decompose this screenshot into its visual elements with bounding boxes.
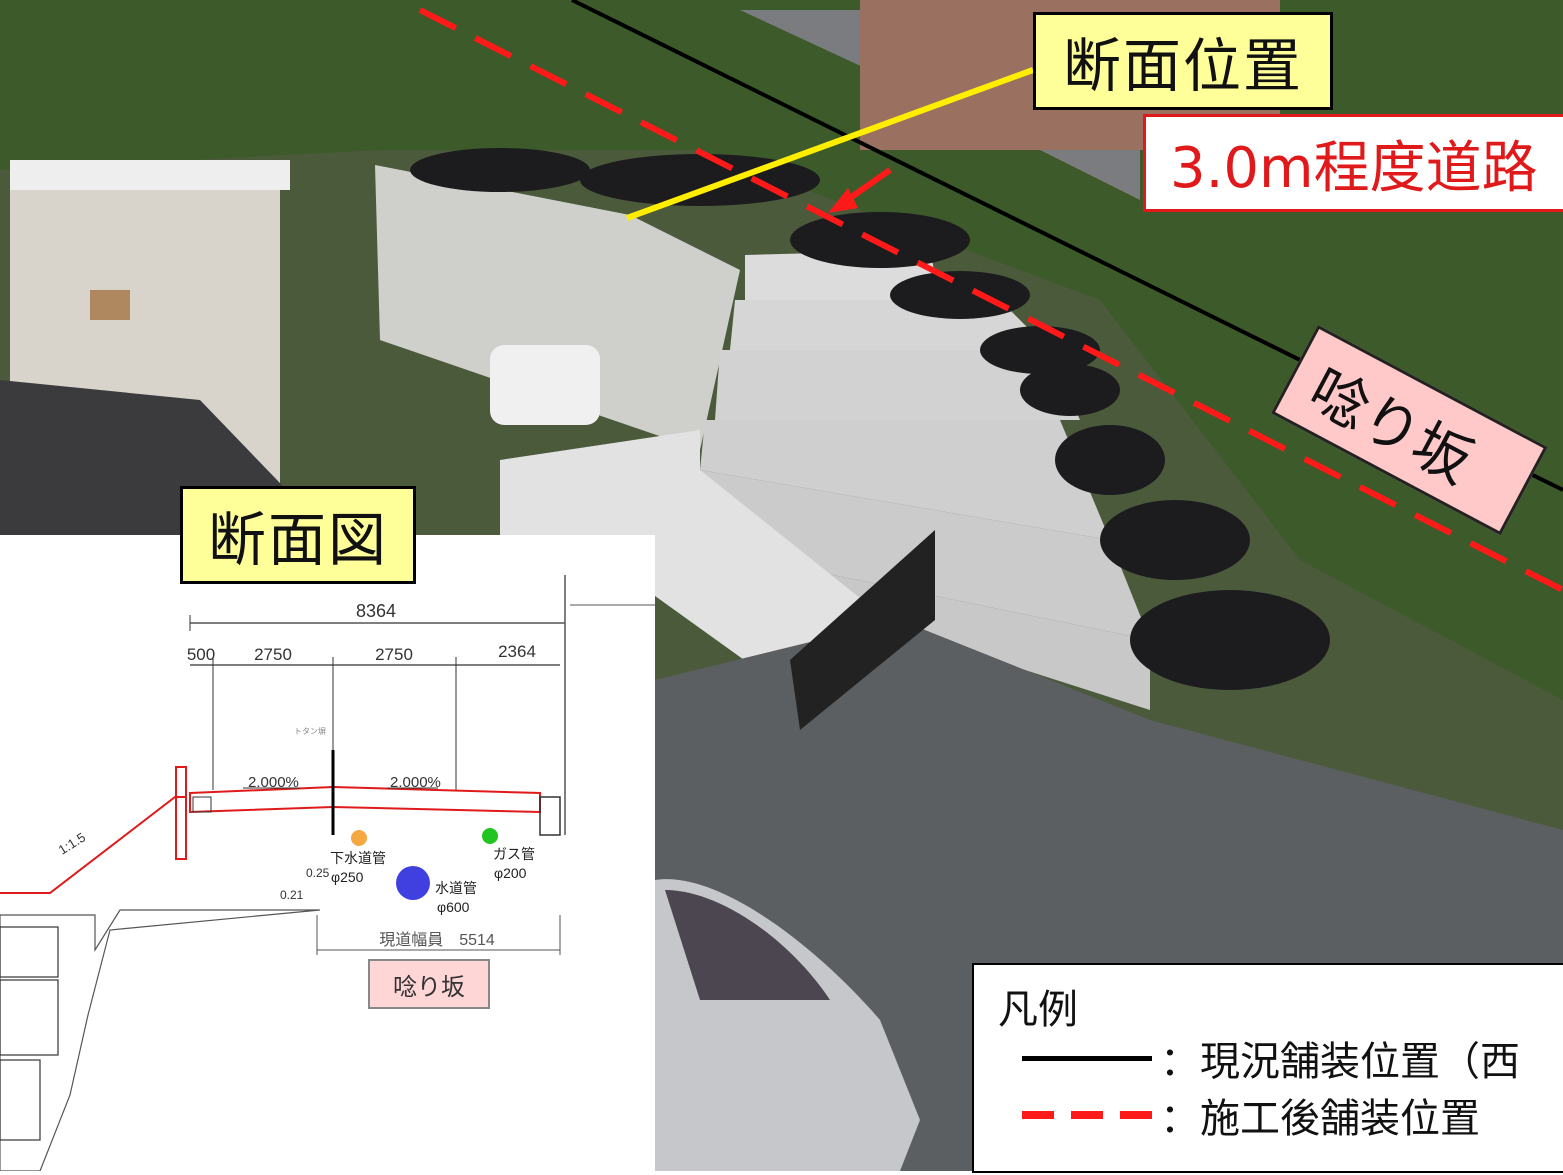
tag-small: トタン塀 xyxy=(294,726,326,736)
solid-line-swatch xyxy=(1022,1055,1152,1061)
section-position-line xyxy=(625,67,1035,221)
offset-a: 0.25 xyxy=(306,866,330,880)
offset-b: 0.21 xyxy=(280,888,304,902)
building-window xyxy=(90,290,130,320)
dimension-segment-3: 2750 xyxy=(375,645,413,664)
sewer-pipe-symbol xyxy=(351,830,367,846)
drawing-slope-label: 唸り坂 xyxy=(368,959,490,1009)
concrete-yard xyxy=(500,430,900,700)
legend-box: 凡例 ：現況舗装位置（西 ：施工後舗装位置 xyxy=(972,963,1563,1173)
dashed-line-swatch xyxy=(1022,1111,1152,1119)
legend-existing-text: ：現況舗装位置（西 xyxy=(1160,1039,1520,1085)
legend-item-existing: ：現況舗装位置（西 xyxy=(1022,1030,1520,1086)
side-slope: 1:1.5 xyxy=(56,829,88,857)
crossfall-right: 2.000% xyxy=(390,774,441,791)
legend-after-text: ：施工後舗装位置 xyxy=(1160,1096,1480,1142)
section-position-label: 断面位置 xyxy=(1033,12,1333,110)
black-fence xyxy=(790,530,935,730)
gas-pipe-diameter: φ200 xyxy=(494,865,527,881)
legend-item-after: ：施工後舗装位置 xyxy=(1022,1087,1480,1143)
existing-width: 現道幅員 5514 xyxy=(379,931,495,949)
sewer-pipe-label: 下水道管 xyxy=(330,850,386,866)
section-drawing-label: 断面図 xyxy=(180,486,416,584)
water-pipe-label: 水道管 xyxy=(435,880,477,896)
water-pipe-diameter: φ600 xyxy=(437,899,470,915)
block-wall-step-4 xyxy=(700,420,1110,540)
legend-title: 凡例 xyxy=(998,987,1078,1033)
concrete-wall xyxy=(375,165,740,450)
building-roof xyxy=(10,160,290,190)
cross-section-diagram: 8364 500 2750 2750 2364 トタン塀 2.000% 2.00… xyxy=(0,575,655,1172)
crossfall-left: 2.000% xyxy=(248,774,299,791)
gas-pipe-symbol xyxy=(482,828,498,844)
water-pipe-symbol xyxy=(396,866,430,900)
white-van xyxy=(490,345,600,425)
dimension-segment-1: 500 xyxy=(187,645,215,664)
road-width-note: 3.0m程度道路 xyxy=(1143,114,1563,212)
dimension-total: 8364 xyxy=(356,601,396,621)
gas-pipe-label: ガス管 xyxy=(493,846,535,862)
red-arrow-head xyxy=(828,188,858,213)
sewer-pipe-diameter: φ250 xyxy=(331,869,364,885)
after-pavement-line xyxy=(418,7,1563,593)
block-wall-step-3 xyxy=(715,350,1080,420)
section-drawing-panel: 8364 500 2750 2750 2364 トタン塀 2.000% 2.00… xyxy=(0,535,655,1172)
dimension-segment-2: 2750 xyxy=(254,645,292,664)
car-windshield xyxy=(665,890,830,1000)
dimension-segment-4: 2364 xyxy=(498,642,536,661)
